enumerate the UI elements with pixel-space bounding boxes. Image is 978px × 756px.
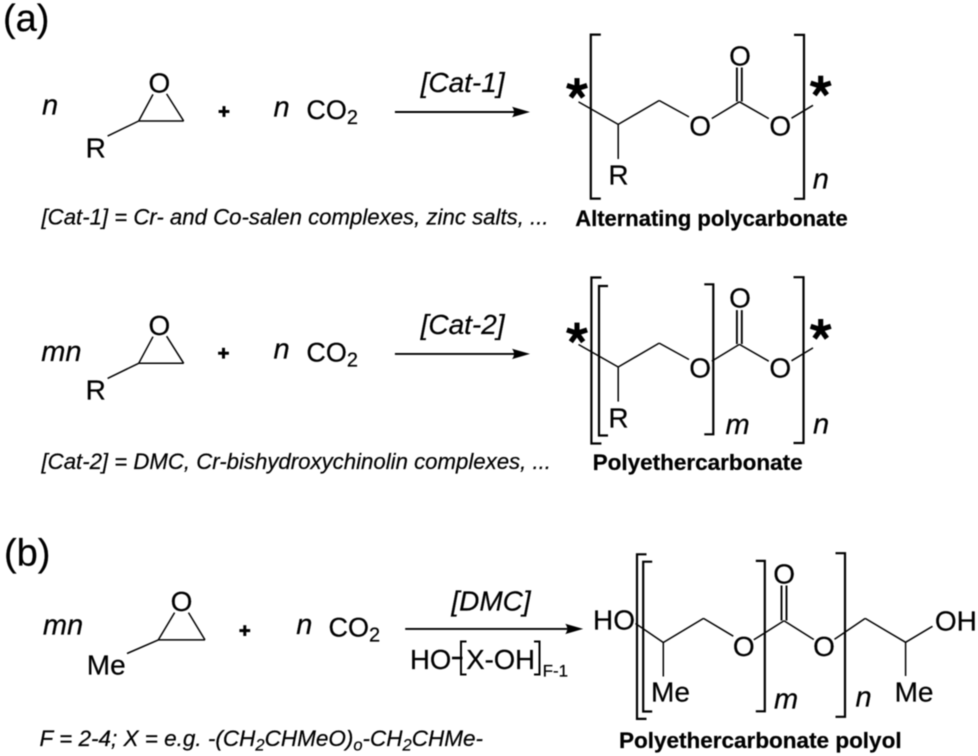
svg-text:O: O [171, 586, 193, 617]
svg-text:R: R [86, 375, 106, 406]
svg-text:O: O [729, 41, 751, 72]
svg-text:O: O [149, 310, 171, 341]
svg-text:m: m [774, 683, 798, 715]
svg-text:[Cat-1]: [Cat-1] [420, 67, 506, 98]
svg-text:n: n [42, 89, 58, 121]
svg-text:O: O [689, 110, 711, 141]
svg-text:HO: HO [410, 644, 451, 675]
svg-text:Polyethercarbonate: Polyethercarbonate [593, 450, 803, 475]
svg-text:X-OH: X-OH [466, 644, 535, 675]
svg-text:O: O [813, 631, 835, 662]
svg-text:F-1: F-1 [543, 661, 569, 680]
svg-text:O: O [733, 631, 755, 662]
svg-text:R: R [608, 160, 628, 191]
svg-text:m: m [726, 409, 750, 441]
svg-text:O: O [773, 559, 795, 590]
svg-text:Me: Me [87, 650, 126, 681]
svg-text:[DMC]: [DMC] [450, 585, 532, 616]
svg-text:O: O [689, 353, 711, 384]
svg-text:[Cat-2]: [Cat-2] [420, 309, 506, 340]
svg-text:OH: OH [935, 606, 977, 637]
svg-text:mn: mn [43, 610, 83, 642]
svg-text:F = 2-4; X = e.g. -(CH2CHMeO)o: F = 2-4; X = e.g. -(CH2CHMeO)o-CH2CHMe- [40, 726, 483, 755]
svg-text:R: R [608, 402, 628, 433]
svg-text:n: n [813, 409, 829, 441]
svg-text:n: n [274, 92, 290, 124]
svg-text:HO: HO [593, 605, 635, 636]
svg-text:[Cat-2] = DMC, Cr-bishydroxych: [Cat-2] = DMC, Cr-bishydroxychinolin com… [41, 449, 551, 474]
svg-text:Me: Me [651, 677, 690, 708]
svg-text:n: n [274, 334, 290, 366]
svg-text:Me: Me [895, 677, 934, 708]
svg-text:[Cat-1] = Cr- and Co-salen com: [Cat-1] = Cr- and Co-salen complexes, zi… [41, 205, 549, 230]
svg-text:n: n [296, 609, 312, 641]
svg-text:O: O [769, 111, 791, 142]
svg-text:n: n [856, 682, 872, 714]
svg-text:O: O [149, 68, 171, 99]
svg-text:O: O [769, 353, 791, 384]
svg-text:(b): (b) [4, 533, 50, 575]
svg-text:n: n [813, 164, 829, 196]
svg-text:Polyethercarbonate polyol: Polyethercarbonate polyol [619, 728, 902, 753]
svg-text:O: O [729, 283, 751, 314]
svg-text:Alternating polycarbonate: Alternating polycarbonate [575, 206, 848, 231]
svg-text:mn: mn [41, 336, 81, 368]
svg-text:(a): (a) [3, 0, 49, 40]
svg-text:R: R [86, 132, 106, 163]
